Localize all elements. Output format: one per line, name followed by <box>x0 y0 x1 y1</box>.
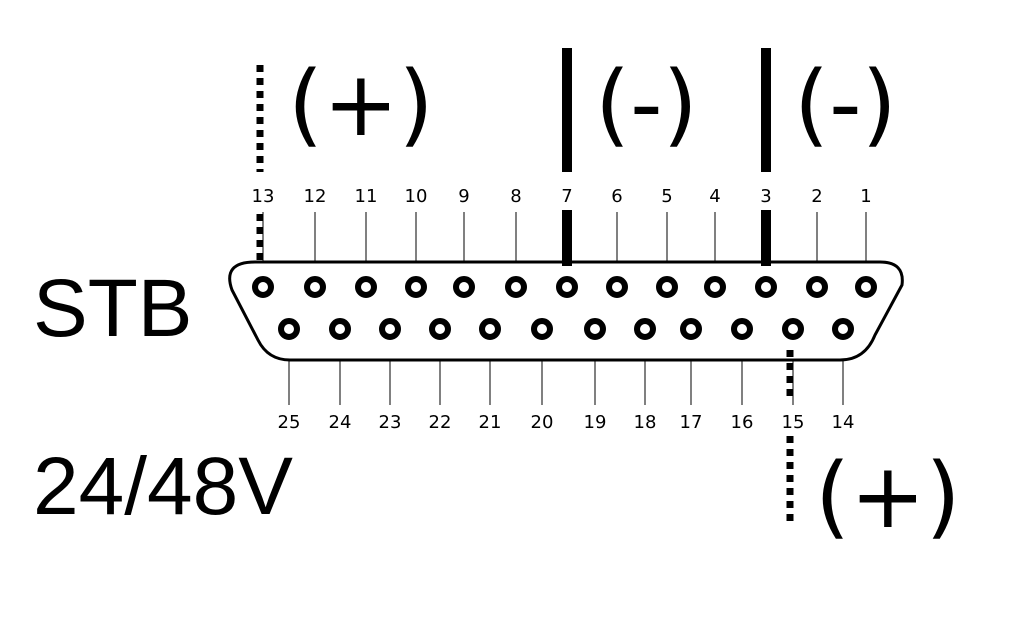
pin-number-9: 9 <box>458 186 469 207</box>
pin-23 <box>379 318 401 340</box>
pin-number-2: 2 <box>811 186 822 207</box>
pin-22 <box>429 318 451 340</box>
pin-number-8: 8 <box>510 186 521 207</box>
pin-number-5: 5 <box>661 186 672 207</box>
polarity-symbol-13: (+) <box>288 52 434 157</box>
pin-18 <box>634 318 656 340</box>
pin-number-4: 4 <box>709 186 720 207</box>
pin-1 <box>855 276 877 298</box>
pin-number-14: 14 <box>832 412 855 433</box>
pin-11 <box>355 276 377 298</box>
polarity-symbol-7: (-) <box>595 52 698 157</box>
voltage-label: 24/48V <box>33 441 293 532</box>
device-label: STB <box>33 263 193 354</box>
pin-14 <box>832 318 854 340</box>
pin-2 <box>806 276 828 298</box>
pin-6 <box>606 276 628 298</box>
polarity-symbol-3: (-) <box>794 52 897 157</box>
pin-4 <box>704 276 726 298</box>
pin-number-1: 1 <box>860 186 871 207</box>
polarity-symbol-15: (+) <box>815 444 961 549</box>
pin-21 <box>479 318 501 340</box>
pin-number-25: 25 <box>278 412 301 433</box>
pin-number-18: 18 <box>634 412 657 433</box>
pin-number-23: 23 <box>379 412 402 433</box>
pin-number-6: 6 <box>611 186 622 207</box>
pin-24 <box>329 318 351 340</box>
pin-13 <box>252 276 274 298</box>
pin-10 <box>405 276 427 298</box>
pin-12 <box>304 276 326 298</box>
pin-number-24: 24 <box>329 412 352 433</box>
pin-9 <box>453 276 475 298</box>
pin-number-10: 10 <box>405 186 428 207</box>
pin-number-11: 11 <box>355 186 378 207</box>
pin-number-12: 12 <box>304 186 327 207</box>
pin-15 <box>782 318 804 340</box>
pin-number-17: 17 <box>680 412 703 433</box>
pin-25 <box>278 318 300 340</box>
pin-number-13: 13 <box>252 186 275 207</box>
pin-5 <box>656 276 678 298</box>
pin-7 <box>556 276 578 298</box>
pin-number-15: 15 <box>782 412 805 433</box>
connector-outline <box>228 260 904 362</box>
pin-number-16: 16 <box>731 412 754 433</box>
pin-19 <box>584 318 606 340</box>
pin-20 <box>531 318 553 340</box>
pin-number-22: 22 <box>429 412 452 433</box>
pin-16 <box>731 318 753 340</box>
pin-number-7: 7 <box>561 186 572 207</box>
pin-8 <box>505 276 527 298</box>
pin-number-21: 21 <box>479 412 502 433</box>
pin-number-20: 20 <box>531 412 554 433</box>
pin-number-19: 19 <box>584 412 607 433</box>
pin-number-3: 3 <box>760 186 771 207</box>
pin-17 <box>680 318 702 340</box>
pin-3 <box>755 276 777 298</box>
